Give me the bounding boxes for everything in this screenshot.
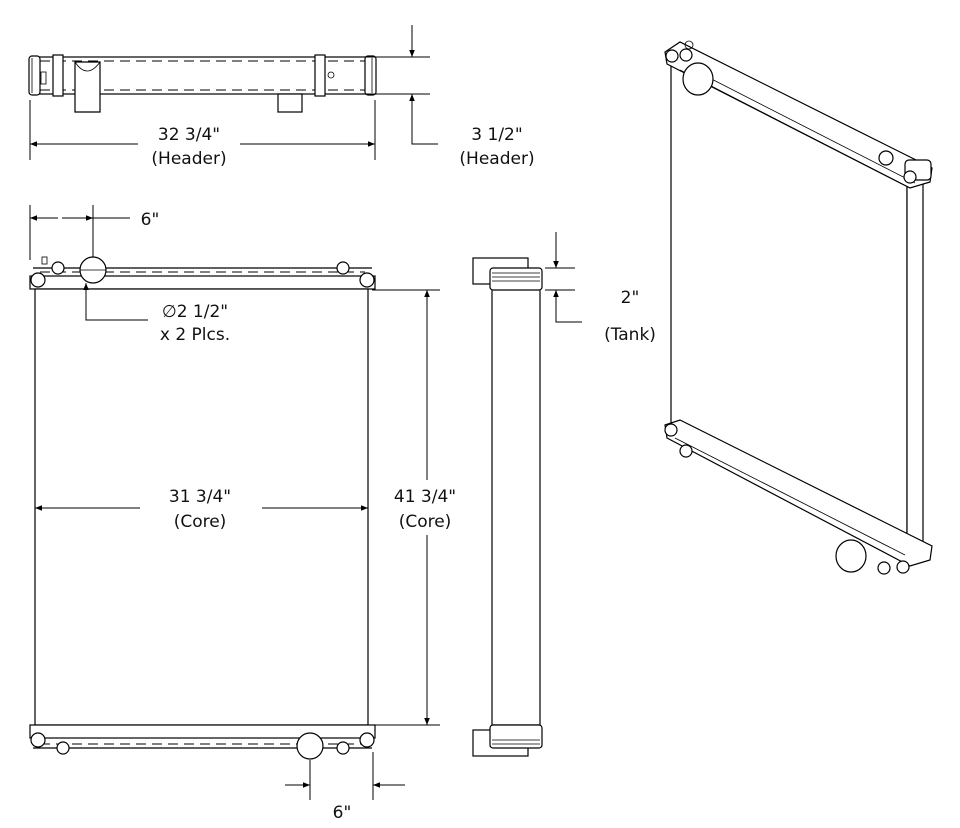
bottom-tank <box>29 724 376 739</box>
header-width-value: 32 3/4" <box>158 125 220 145</box>
drain-cock-icon <box>41 256 48 265</box>
outlet-pipe <box>277 93 303 113</box>
end-cap-right <box>364 55 377 96</box>
iso-core-side <box>906 179 924 556</box>
outlet-offset-value: 6" <box>333 803 352 823</box>
side-view: 2" (Tank) <box>472 232 656 757</box>
core-height-label: (Core) <box>399 512 452 532</box>
pipe-diameter-note: x 2 Plcs. <box>160 325 230 345</box>
header-height-label: (Header) <box>459 149 534 169</box>
clamp-right <box>314 54 326 97</box>
tank-depth-value: 2" <box>621 288 640 308</box>
core-height-value: 41 3/4" <box>394 487 456 507</box>
tank-depth-label: (Tank) <box>604 325 656 345</box>
inlet-offset-value: 6" <box>141 210 160 230</box>
top-view: 32 3/4" (Header) 3 1/2" (Header) <box>28 25 535 169</box>
iso-outlet <box>835 539 867 573</box>
iso-inlet <box>682 62 714 96</box>
front-view: 6" ∅2 1/2" x 2 Plcs. 31 3/4" (Core) 41 3… <box>29 205 456 823</box>
clamp-left <box>52 54 64 97</box>
isometric-view <box>664 40 933 575</box>
core-width-value: 31 3/4" <box>169 487 231 507</box>
drain-cock-icon <box>40 71 47 85</box>
fill-plug-icon <box>327 71 335 79</box>
top-tank <box>29 275 376 290</box>
header-width-label: (Header) <box>151 149 226 169</box>
inlet-pipe <box>74 61 101 113</box>
core <box>34 288 369 726</box>
end-cap-left <box>28 55 41 96</box>
outlet-port <box>296 732 324 760</box>
core-width-label: (Core) <box>174 512 227 532</box>
pipe-diameter-value: ∅2 1/2" <box>162 302 228 322</box>
side-core <box>491 284 541 726</box>
header-height-value: 3 1/2" <box>471 125 522 145</box>
